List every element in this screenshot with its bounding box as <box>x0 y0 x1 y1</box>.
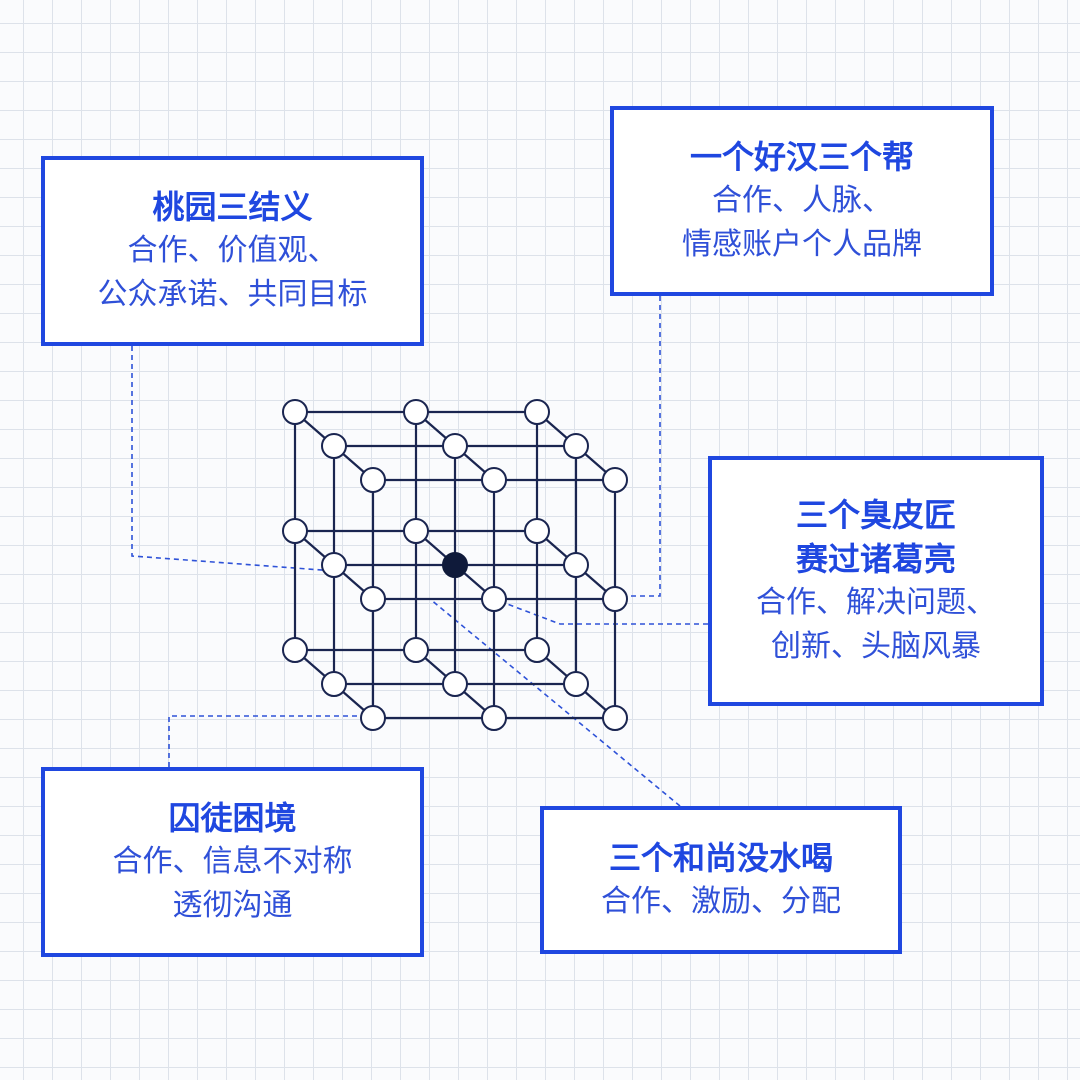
lattice-node-center <box>442 552 468 578</box>
card-body: 合作、信息不对称 透彻沟通 <box>112 844 353 923</box>
lattice-node <box>282 637 308 663</box>
card-title: 桃园三结义 <box>152 188 313 226</box>
card-title: 囚徒困境 <box>168 799 297 837</box>
lattice-node <box>282 518 308 544</box>
lattice-node <box>524 518 550 544</box>
card-body: 合作、激励、分配 <box>601 884 841 919</box>
card-title: 三个和尚没水喝 <box>608 839 833 877</box>
card-haohan: 一个好汉三个帮 合作、人脉、 情感账户个人品牌 <box>610 106 994 296</box>
lattice-node <box>360 467 386 493</box>
lattice-node <box>442 671 468 697</box>
lattice-node <box>524 399 550 425</box>
card-body: 合作、人脉、 情感账户个人品牌 <box>682 183 922 262</box>
lattice-node <box>481 586 507 612</box>
lattice-node <box>321 552 347 578</box>
lattice-node <box>360 586 386 612</box>
card-choupi: 三个臭皮匠 赛过诸葛亮 合作、解决问题、 创新、头脑风暴 <box>708 456 1044 706</box>
lattice-node <box>403 637 429 663</box>
card-qiutu: 囚徒困境 合作、信息不对称 透彻沟通 <box>41 767 424 957</box>
card-title: 三个臭皮匠 赛过诸葛亮 <box>795 496 956 578</box>
card-heshang: 三个和尚没水喝 合作、激励、分配 <box>540 806 902 954</box>
lattice-node <box>563 552 589 578</box>
lattice-node <box>481 467 507 493</box>
lattice-node <box>602 467 628 493</box>
lattice-node <box>282 399 308 425</box>
lattice-node <box>321 433 347 459</box>
lattice-node <box>403 399 429 425</box>
connector-choupi <box>493 598 708 625</box>
card-taoyuan: 桃园三结义 合作、价值观、 公众承诺、共同目标 <box>41 156 424 346</box>
lattice-node <box>563 433 589 459</box>
lattice-node <box>602 586 628 612</box>
lattice-node <box>360 705 386 731</box>
lattice-node <box>403 518 429 544</box>
lattice-node <box>563 671 589 697</box>
lattice-node <box>602 705 628 731</box>
card-title: 一个好汉三个帮 <box>689 138 914 176</box>
connector-haohan <box>617 296 661 597</box>
card-body: 合作、价值观、 公众承诺、共同目标 <box>97 233 368 312</box>
card-body: 合作、解决问题、 创新、头脑风暴 <box>756 585 996 664</box>
connector-taoyuan <box>131 346 336 572</box>
lattice-node <box>321 671 347 697</box>
lattice-node <box>481 705 507 731</box>
lattice-node <box>524 637 550 663</box>
lattice-node <box>442 433 468 459</box>
